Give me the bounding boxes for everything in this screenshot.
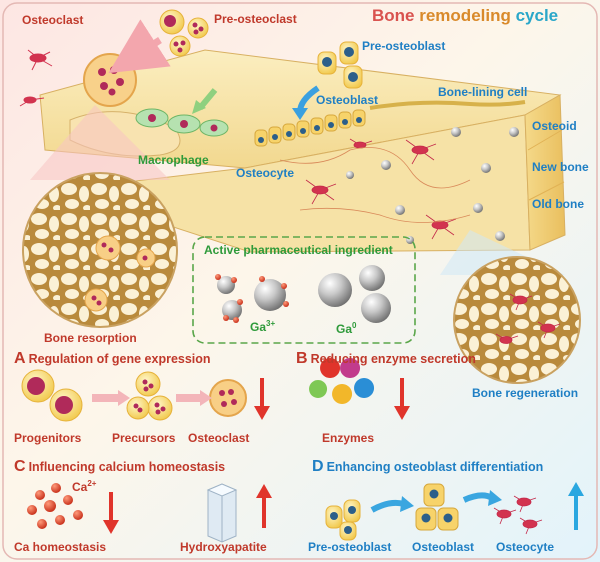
label-macrophage: Macrophage [138, 153, 209, 167]
label-progenitors: Progenitors [14, 431, 82, 445]
label-ga3: Ga3+ [250, 319, 276, 334]
title-word-3: cycle [515, 6, 559, 25]
ga0-sup: 0 [352, 321, 357, 330]
ga0-particles [318, 265, 391, 323]
label-old-bone: Old bone [532, 197, 584, 211]
label-osteocyte: Osteocyte [236, 166, 295, 180]
bone-lining-cells [369, 100, 526, 110]
label-osteoblast-d: Osteoblast [412, 540, 475, 554]
osteoblast-nuclei [258, 117, 362, 143]
ga3-particles [215, 274, 289, 323]
arrow-down-a [254, 378, 270, 420]
label-osteoclast: Osteoclast [22, 13, 84, 27]
section-d-letter: D [312, 458, 324, 475]
osteocyte-left [19, 49, 53, 107]
label-osteoclast-a: Osteoclast [188, 431, 250, 445]
section-d-title: Enhancing osteoblast differentiation [326, 460, 544, 474]
api-box [192, 236, 416, 344]
enzyme-icons [309, 358, 375, 404]
label-osteoid: Osteoid [532, 119, 577, 133]
label-new-bone: New bone [532, 160, 589, 174]
label-hydroxyapatite: Hydroxyapatite [180, 540, 267, 554]
osteocytes-in-bone [305, 138, 457, 240]
label-pre-osteoclast: Pre-osteoclast [214, 12, 297, 26]
ga3-base: Ga [250, 320, 267, 334]
label-osteocyte-d: Osteocyte [496, 540, 555, 554]
mineral-balls [346, 127, 519, 244]
section-a-letter: A [14, 350, 26, 367]
canaliculi [279, 147, 471, 223]
label-ga0: Ga0 [336, 321, 357, 336]
api-title: Active pharmaceutical ingredient [204, 243, 393, 257]
ca-ion-base: Ca [72, 480, 88, 494]
regeneration-osteocytes [495, 293, 561, 344]
bone-regeneration-circle [453, 256, 581, 384]
pre-osteoblast-cells [317, 41, 363, 89]
label-pre-osteoblast: Pre-osteoblast [362, 39, 446, 53]
section-a-cells [21, 369, 247, 422]
d-osteoblasts [415, 483, 459, 531]
ga0-base: Ga [336, 322, 353, 336]
label-osteoblast: Osteoblast [316, 93, 379, 107]
arrow-down-c [103, 492, 119, 534]
resorption-osteoclasts [84, 235, 156, 312]
figure-title: Bone remodeling cycle [372, 6, 558, 26]
section-b-title: Reducing enzyme secretion [310, 352, 476, 366]
title-word-2: remodeling [419, 6, 511, 25]
calcium-balls [27, 483, 83, 529]
section-c-letter: C [14, 458, 26, 475]
label-ca-homeostasis: Ca homeostasis [14, 540, 107, 554]
arrow-macrophage [197, 88, 218, 110]
pink-wedge [30, 105, 170, 180]
arrow-up-d [568, 482, 584, 530]
d-pre-osteoblasts [325, 499, 361, 541]
label-bone-regeneration: Bone regeneration [472, 386, 579, 400]
arrow-pre-osteoclast [108, 19, 171, 74]
label-bone-lining-cell: Bone-lining cell [438, 85, 528, 99]
arrow-down-b [394, 378, 410, 420]
title-word-1: Bone [372, 6, 415, 25]
arrow-up-c [256, 484, 272, 528]
label-precursors: Precursors [112, 431, 176, 445]
label-bone-resorption: Bone resorption [44, 331, 137, 345]
section-b-letter: B [296, 350, 308, 367]
ca-ion-sup: 2+ [87, 479, 97, 488]
label-ca-ion: Ca2+ [72, 479, 97, 494]
label-enzymes: Enzymes [322, 431, 375, 445]
hydroxyapatite-crystal [206, 483, 238, 543]
ga3-sup: 3+ [266, 319, 276, 328]
section-c-title: Influencing calcium homeostasis [28, 460, 226, 474]
section-a-title: Regulation of gene expression [28, 352, 211, 366]
d-osteocytes [493, 495, 543, 535]
label-pre-osteoblast-d: Pre-osteoblast [308, 540, 392, 554]
macrophage-cells [135, 108, 229, 137]
osteoclast-cell [83, 53, 137, 107]
